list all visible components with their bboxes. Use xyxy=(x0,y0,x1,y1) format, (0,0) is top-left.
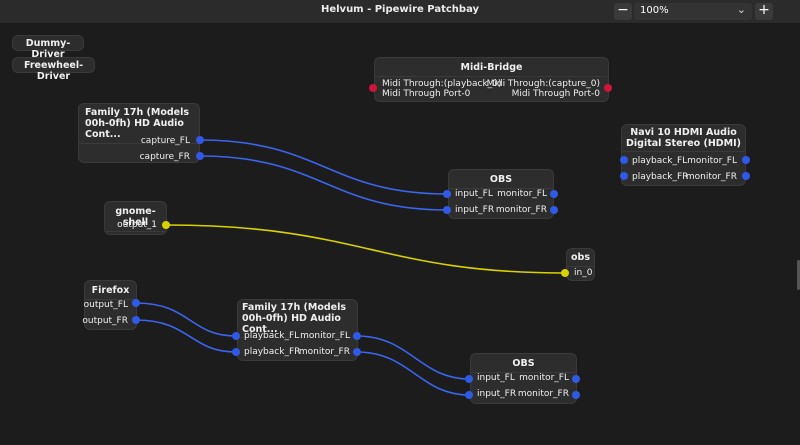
zoom-level-value: 100% xyxy=(640,5,669,16)
output-port-monitor-fl[interactable] xyxy=(550,190,558,198)
node-title: Family 17h (Models 00h-0fh) HD Audio Con… xyxy=(238,300,357,338)
node-title: Firefox xyxy=(85,281,136,300)
output-port-label-capture-fl: capture_FL xyxy=(140,136,190,146)
chevron-down-icon: ⌄ xyxy=(736,3,746,16)
output-port-label-monitor-fl: monitor_FL xyxy=(687,156,737,166)
scrollbar-handle[interactable] xyxy=(797,260,800,290)
midi-output-port[interactable] xyxy=(604,84,612,92)
node-title: Midi-Bridge xyxy=(375,58,608,77)
output-port-monitor-fr[interactable] xyxy=(550,206,558,214)
node-obs-small[interactable]: obs in_0 xyxy=(566,248,595,281)
output-port-label-monitor-fl: monitor_FL xyxy=(497,189,547,199)
node-title: Family 17h (Models 00h-0fh) HD Audio Con… xyxy=(79,104,199,144)
input-port-input-fl[interactable] xyxy=(465,375,473,383)
input-port-label-playback-fr: playback_FR xyxy=(632,172,689,182)
window-title: Helvum - Pipewire Patchbay xyxy=(320,4,480,15)
link-gnome-output-to-obs-in[interactable] xyxy=(165,224,566,274)
input-port-input-fr[interactable] xyxy=(443,206,451,214)
input-port-label-input-fl: input_FL xyxy=(455,189,493,199)
output-port-monitor-fr[interactable] xyxy=(572,391,580,399)
output-port-label-monitor-fr: monitor_FR xyxy=(495,205,547,215)
midi-input-port[interactable] xyxy=(369,84,377,92)
link-firefox-fr-to-playback-fr[interactable] xyxy=(135,319,237,353)
input-port-playback-fl[interactable] xyxy=(620,156,628,164)
output-port-capture-fl[interactable] xyxy=(196,136,204,144)
output-port-output-fr[interactable] xyxy=(132,316,140,324)
links-layer xyxy=(135,139,566,396)
node-midi-bridge[interactable]: Midi-Bridge Midi Through:(playback_0) Mi… xyxy=(374,57,609,102)
output-port-monitor-fl[interactable] xyxy=(742,156,750,164)
link-capture-fl-to-obs-input-fl[interactable] xyxy=(199,139,448,195)
output-port-output-1[interactable] xyxy=(162,221,170,229)
zoom-level-dropdown[interactable]: 100% ⌄ xyxy=(634,3,752,20)
input-port-playback-fr[interactable] xyxy=(620,172,628,180)
node-obs-1[interactable]: OBS input_FL input_FR monitor_FL monitor… xyxy=(448,169,554,219)
output-port-label-output-fr: output_FR xyxy=(82,316,128,326)
node-title: OBS xyxy=(449,170,553,189)
title-bar: Helvum - Pipewire Patchbay − 100% ⌄ + xyxy=(0,0,800,24)
node-title: Freewheel-Driver xyxy=(23,60,84,82)
node-family-17h-playback[interactable]: Family 17h (Models 00h-0fh) HD Audio Con… xyxy=(237,299,358,361)
input-port-in-0[interactable] xyxy=(561,269,569,277)
midi-output-port-label: Midi Through Port-0 xyxy=(511,89,600,99)
midi-output-port-label: Midi Through:(capture_0) xyxy=(486,79,600,89)
output-port-label-monitor-fr: monitor_FR xyxy=(685,172,737,182)
link-monitor-fr-to-obs2-input-fr[interactable] xyxy=(356,351,470,396)
node-title: Navi 10 HDMI Audio Digital Stereo (HDMI) xyxy=(622,125,745,152)
link-monitor-fl-to-obs2-input-fl[interactable] xyxy=(356,335,470,380)
output-port-output-fl[interactable] xyxy=(132,299,140,307)
input-port-label-playback-fl: playback_FL xyxy=(244,331,300,341)
output-port-capture-fr[interactable] xyxy=(196,152,204,160)
node-title: OBS xyxy=(471,354,576,373)
midi-input-port-label: Midi Through Port-0 xyxy=(382,89,471,99)
output-port-label-monitor-fr: monitor_FR xyxy=(298,347,350,357)
link-capture-fr-to-obs-input-fr[interactable] xyxy=(199,155,448,211)
input-port-playback-fl[interactable] xyxy=(232,332,240,340)
node-firefox[interactable]: Firefox output_FL output_FR xyxy=(82,280,137,330)
output-port-monitor-fr[interactable] xyxy=(353,348,361,356)
input-port-input-fr[interactable] xyxy=(465,391,473,399)
node-obs-2[interactable]: OBS input_FL input_FR monitor_FL monitor… xyxy=(470,353,577,404)
input-port-input-fl[interactable] xyxy=(443,190,451,198)
output-port-label-output-fl: output_FL xyxy=(83,300,128,310)
node-gnome-shell[interactable]: gnome-shell output_1 xyxy=(104,201,167,235)
output-port-monitor-fl[interactable] xyxy=(572,375,580,383)
output-port-label-monitor-fr: monitor_FR xyxy=(517,389,569,399)
zoom-in-button[interactable]: + xyxy=(755,3,773,20)
output-port-label-capture-fr: capture_FR xyxy=(139,152,190,162)
output-port-monitor-fr[interactable] xyxy=(742,172,750,180)
output-port-label-output-1: output_1 xyxy=(117,220,157,230)
node-family-17h-capture[interactable]: Family 17h (Models 00h-0fh) HD Audio Con… xyxy=(78,103,200,163)
patchbay-canvas[interactable]: Dummy-Driver Freewheel-Driver Midi-Bridg… xyxy=(0,24,800,445)
zoom-out-button[interactable]: − xyxy=(614,3,632,20)
node-title: gnome-shell xyxy=(105,202,166,232)
link-firefox-fl-to-playback-fl[interactable] xyxy=(135,302,237,337)
node-dummy-driver[interactable]: Dummy-Driver xyxy=(12,35,84,60)
input-port-label-input-fr: input_FR xyxy=(477,389,517,399)
node-freewheel-driver[interactable]: Freewheel-Driver xyxy=(12,57,95,82)
input-port-label-playback-fl: playback_FL xyxy=(632,156,688,166)
input-port-label-playback-fr: playback_FR xyxy=(244,347,301,357)
output-port-label-monitor-fl: monitor_FL xyxy=(300,331,350,341)
output-port-monitor-fl[interactable] xyxy=(353,332,361,340)
node-title: obs xyxy=(567,249,594,267)
input-port-playback-fr[interactable] xyxy=(232,348,240,356)
input-port-label-input-fl: input_FL xyxy=(477,373,515,383)
node-title: Dummy-Driver xyxy=(25,38,71,60)
output-port-label-monitor-fl: monitor_FL xyxy=(519,373,569,383)
midi-input-port-label: Midi Through:(playback_0) xyxy=(382,79,502,89)
input-port-label-in-0: in_0 xyxy=(574,268,593,278)
node-navi-10-hdmi[interactable]: Navi 10 HDMI Audio Digital Stereo (HDMI)… xyxy=(621,124,746,186)
input-port-label-input-fr: input_FR xyxy=(455,205,495,215)
